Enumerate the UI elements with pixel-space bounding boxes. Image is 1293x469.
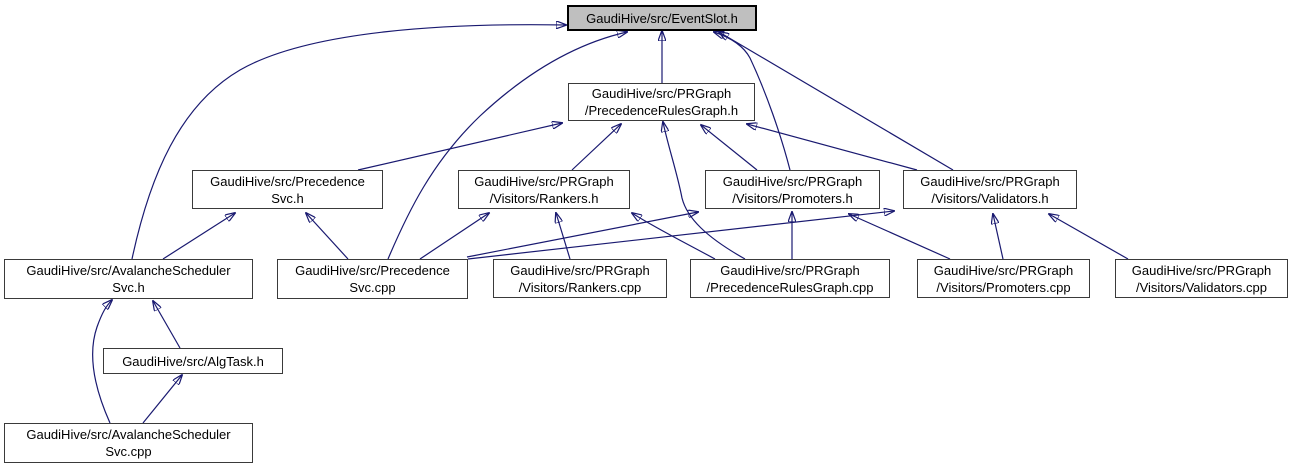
edge-validators-h-to-eventslot-h [719, 32, 954, 171]
node-precedencesvc-h[interactable]: GaudiHive/src/Precedence Svc.h [192, 170, 383, 209]
node-algtask-h[interactable]: GaudiHive/src/AlgTask.h [103, 348, 283, 374]
node-avalancheschedulersvc-cpp[interactable]: GaudiHive/src/AvalancheScheduler Svc.cpp [4, 423, 253, 463]
edge-promoters-cpp-to-validators-h [993, 214, 1004, 260]
node-validators-cpp[interactable]: GaudiHive/src/PRGraph /Visitors/Validato… [1115, 259, 1288, 298]
node-precedencerulesgraph-cpp[interactable]: GaudiHive/src/PRGraph /PrecedenceRulesGr… [690, 259, 890, 298]
edge-precsvc-cpp-to-promoters-h [466, 212, 698, 258]
edge-prg-cpp-to-rankers-h [632, 213, 716, 260]
edge-precsvc-h-to-prg-h [357, 123, 562, 171]
edge-precsvc-cpp-to-validators-h [467, 211, 894, 260]
edge-validators-cpp-to-validators-h [1049, 214, 1129, 260]
edge-precsvc-cpp-to-eventslot-h [387, 32, 627, 260]
edge-avsched-cpp-to-avsched-h [92, 300, 112, 424]
node-precedencerulesgraph-h[interactable]: GaudiHive/src/PRGraph /PrecedenceRulesGr… [568, 83, 755, 121]
edge-avsched-h-to-eventslot-h [131, 25, 566, 260]
edge-algtask-h-to-avsched-h [153, 301, 181, 349]
node-validators-h[interactable]: GaudiHive/src/PRGraph /Visitors/Validato… [903, 170, 1077, 209]
node-precedencesvc-cpp[interactable]: GaudiHive/src/Precedence Svc.cpp [277, 259, 468, 299]
edge-prg-cpp-to-prg-h [663, 122, 746, 260]
edge-rankers-h-to-prg-h [571, 124, 621, 171]
edge-avsched-h-to-precsvc-h [162, 213, 235, 260]
node-promoters-h[interactable]: GaudiHive/src/PRGraph /Visitors/Promoter… [705, 170, 880, 209]
node-promoters-cpp[interactable]: GaudiHive/src/PRGraph /Visitors/Promoter… [917, 259, 1090, 298]
node-avalancheschedulersvc-h[interactable]: GaudiHive/src/AvalancheScheduler Svc.h [4, 259, 253, 299]
node-eventslot-h[interactable]: GaudiHive/src/EventSlot.h [567, 5, 757, 31]
node-rankers-cpp[interactable]: GaudiHive/src/PRGraph /Visitors/Rankers.… [493, 259, 667, 298]
node-rankers-h[interactable]: GaudiHive/src/PRGraph /Visitors/Rankers.… [458, 170, 630, 209]
edge-promoters-h-to-prg-h [701, 125, 758, 171]
edge-precsvc-cpp-to-rankers-h [419, 213, 489, 260]
edge-rankers-cpp-to-rankers-h [556, 213, 571, 260]
edge-avsched-cpp-to-algtask-h [142, 375, 182, 424]
edge-promoters-cpp-to-promoters-h [849, 214, 951, 260]
edge-validators-h-to-prg-h [747, 124, 918, 171]
edge-precsvc-cpp-to-precsvc-h [306, 213, 349, 260]
